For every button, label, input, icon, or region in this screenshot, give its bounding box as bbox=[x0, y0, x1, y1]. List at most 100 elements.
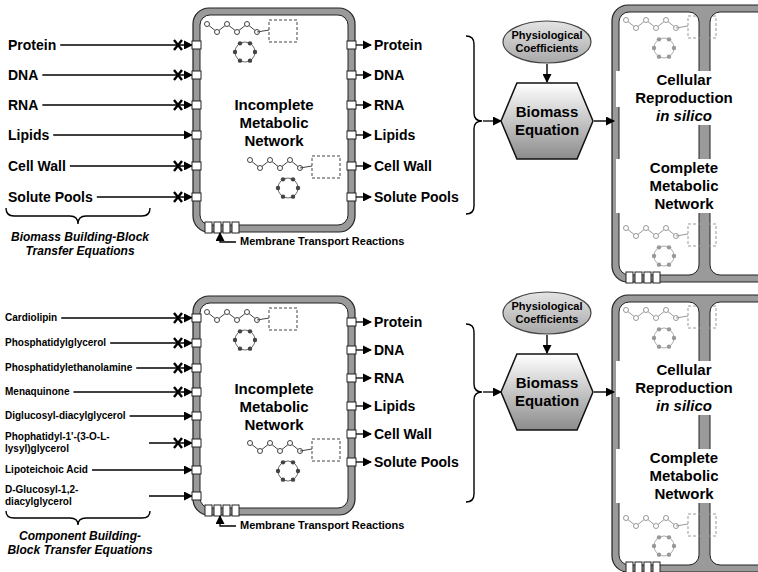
output-arrow bbox=[356, 461, 371, 462]
label-slot: RNA bbox=[374, 370, 404, 387]
flow-arrow bbox=[546, 64, 547, 82]
transporter-symbol bbox=[192, 193, 201, 201]
subsystem-box bbox=[312, 156, 340, 178]
transporter-symbol bbox=[347, 346, 356, 354]
group-brace bbox=[6, 208, 150, 224]
output-label: RNA bbox=[374, 370, 404, 387]
reproduction-cell: Cellular Reproductionin silicoComplete M… bbox=[614, 5, 754, 282]
daughter-cell bbox=[619, 302, 699, 565]
blocked-mark bbox=[174, 40, 182, 50]
pathway-line bbox=[300, 166, 312, 168]
label-slot: Membrane Transport Reactions bbox=[240, 519, 404, 532]
transporter-symbol bbox=[192, 314, 201, 322]
label-slot: Cell Wall bbox=[374, 426, 432, 443]
metabolite-node bbox=[644, 308, 649, 313]
transporter-symbol bbox=[626, 272, 633, 283]
transporter-symbol bbox=[347, 101, 356, 109]
node-text: Complete Metabolic Network bbox=[616, 449, 752, 503]
metabolite-node bbox=[644, 226, 649, 231]
input-label: Phosphatidylethanolamine bbox=[5, 362, 132, 374]
metabolite-node bbox=[278, 449, 283, 454]
output-arrow bbox=[356, 321, 371, 322]
subsystem-box bbox=[688, 16, 716, 38]
label-slot: Component Building-Block Transfer Equati… bbox=[5, 529, 155, 558]
label-slot: Solute Pools bbox=[374, 189, 459, 206]
transporter-symbol bbox=[205, 222, 212, 233]
blocked-mark bbox=[174, 100, 182, 110]
metabolite-node bbox=[258, 166, 263, 171]
transporter-symbol bbox=[347, 131, 356, 139]
transfer-arrow bbox=[130, 415, 192, 416]
callout-label: Membrane Transport Reactions bbox=[240, 235, 404, 248]
blocked-mark bbox=[174, 338, 182, 348]
pathway-line bbox=[676, 26, 688, 28]
equation-hexagon: Biomass Equation bbox=[500, 82, 594, 160]
input-label: DNA bbox=[8, 67, 38, 84]
transporter-symbol bbox=[205, 505, 212, 516]
metabolite-node bbox=[624, 226, 629, 231]
brace-arrow bbox=[483, 391, 501, 392]
metabolite-node bbox=[205, 310, 210, 315]
label-slot: DNA bbox=[374, 67, 404, 84]
metabolite-node bbox=[225, 310, 230, 315]
pathway-line bbox=[257, 318, 269, 320]
subsystem-box bbox=[312, 439, 340, 461]
input-label: Phophatidyl-1'-(3-O-L-lysyl)glycerol bbox=[5, 431, 145, 455]
coefficient-ellipse: Physiological Coefficients bbox=[502, 20, 592, 64]
metabolite-node bbox=[624, 516, 629, 521]
output-label: Solute Pools bbox=[374, 189, 459, 206]
blocked-mark bbox=[174, 313, 182, 323]
cycle-ring bbox=[654, 38, 674, 58]
output-label: DNA bbox=[374, 67, 404, 84]
node-text: Complete Metabolic Network bbox=[616, 159, 752, 213]
metabolite-node bbox=[205, 22, 210, 27]
transfer-arrow bbox=[149, 495, 192, 496]
cell-interior bbox=[200, 303, 348, 508]
input-label: Cell Wall bbox=[8, 158, 66, 175]
transporter-symbol bbox=[626, 562, 633, 572]
output-arrow bbox=[356, 165, 371, 166]
output-arrow bbox=[356, 104, 371, 105]
subsystem-box bbox=[688, 306, 716, 328]
label-slot: Protein bbox=[374, 37, 422, 54]
output-arrow bbox=[356, 405, 371, 406]
label-slot: DNA bbox=[8, 67, 38, 84]
metabolite-node bbox=[654, 234, 659, 239]
transfer-arrow bbox=[92, 469, 192, 470]
transporter-symbol bbox=[653, 272, 660, 283]
transporter-symbol bbox=[192, 71, 201, 79]
group-caption: Component Building-Block Transfer Equati… bbox=[5, 529, 155, 558]
cycle-ring bbox=[278, 461, 298, 481]
blocked-mark bbox=[174, 363, 182, 373]
metabolite-node bbox=[664, 516, 669, 521]
node-text: in silico bbox=[654, 397, 714, 415]
leader-arrow bbox=[220, 516, 236, 526]
output-label: Cell Wall bbox=[374, 158, 432, 175]
transporter-symbol bbox=[192, 412, 201, 420]
metabolite-node bbox=[258, 449, 263, 454]
metabolite-node bbox=[654, 316, 659, 321]
flow-arrow bbox=[546, 335, 547, 353]
label-slot: DNA bbox=[374, 342, 404, 359]
transporter-symbol bbox=[347, 374, 356, 382]
group-brace bbox=[6, 511, 150, 525]
input-label: Solute Pools bbox=[8, 189, 93, 206]
flow-arrow bbox=[594, 391, 614, 392]
label-slot: Lipids bbox=[8, 127, 49, 144]
metabolite-node bbox=[644, 18, 649, 23]
transporter-symbol bbox=[232, 505, 239, 516]
transporter-symbol bbox=[347, 458, 356, 466]
label-slot: D-Glucosyl-1,2-diacylglycerol bbox=[5, 484, 145, 508]
input-label: Lipids bbox=[8, 127, 49, 144]
group-caption: Biomass Building-Block Transfer Equation… bbox=[5, 230, 155, 259]
label-slot: Phosphatidylethanolamine bbox=[5, 362, 132, 374]
input-label: Phosphatidylglycerol bbox=[5, 337, 106, 349]
node-text: Incomplete Metabolic Network bbox=[216, 96, 332, 150]
callout-label: Membrane Transport Reactions bbox=[240, 519, 404, 532]
cell-interior bbox=[200, 15, 348, 225]
coefficient-ellipse: Physiological Coefficients bbox=[502, 291, 592, 335]
metabolite-node bbox=[288, 158, 293, 163]
metabolite-node bbox=[644, 516, 649, 521]
transporter-symbol bbox=[192, 131, 201, 139]
blocked-mark bbox=[174, 192, 182, 202]
